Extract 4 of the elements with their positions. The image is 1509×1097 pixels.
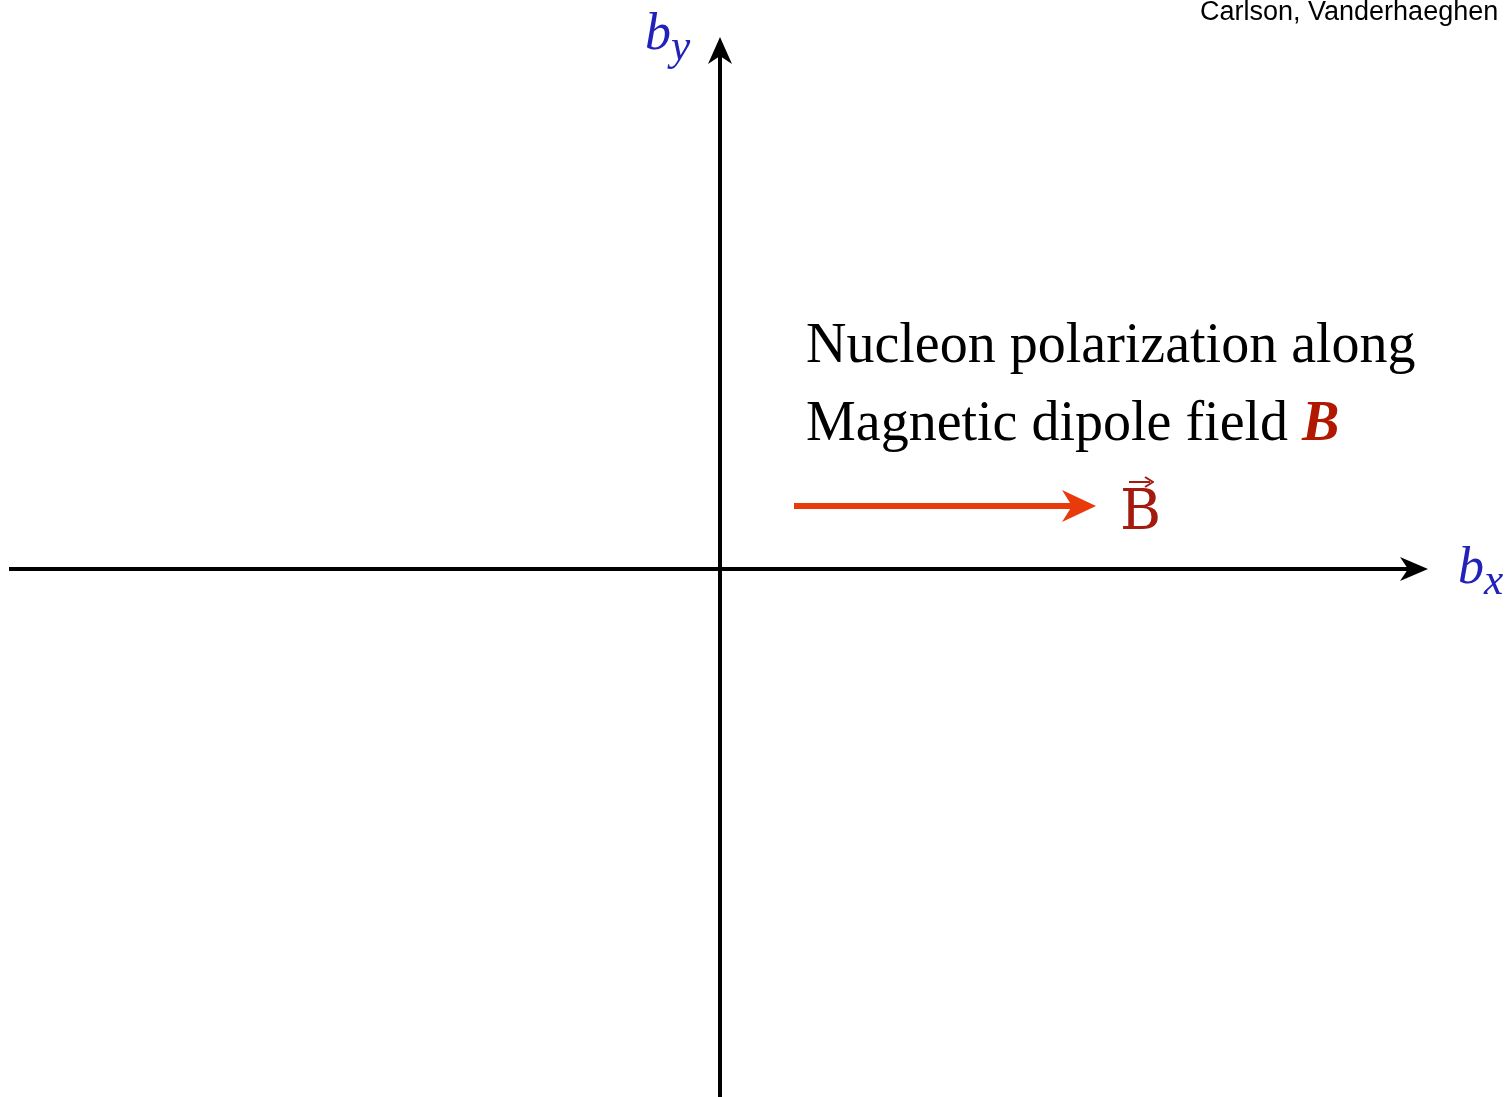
- author-credit: Carlson, Vanderhaeghen: [1200, 0, 1499, 28]
- axis-label: b$_{y}$: [645, 2, 691, 72]
- annotation-text: Nucleon polarization along Magnetic dipole field B: [806, 311, 1417, 454]
- axis-label: b$_{x}$: [1458, 536, 1504, 606]
